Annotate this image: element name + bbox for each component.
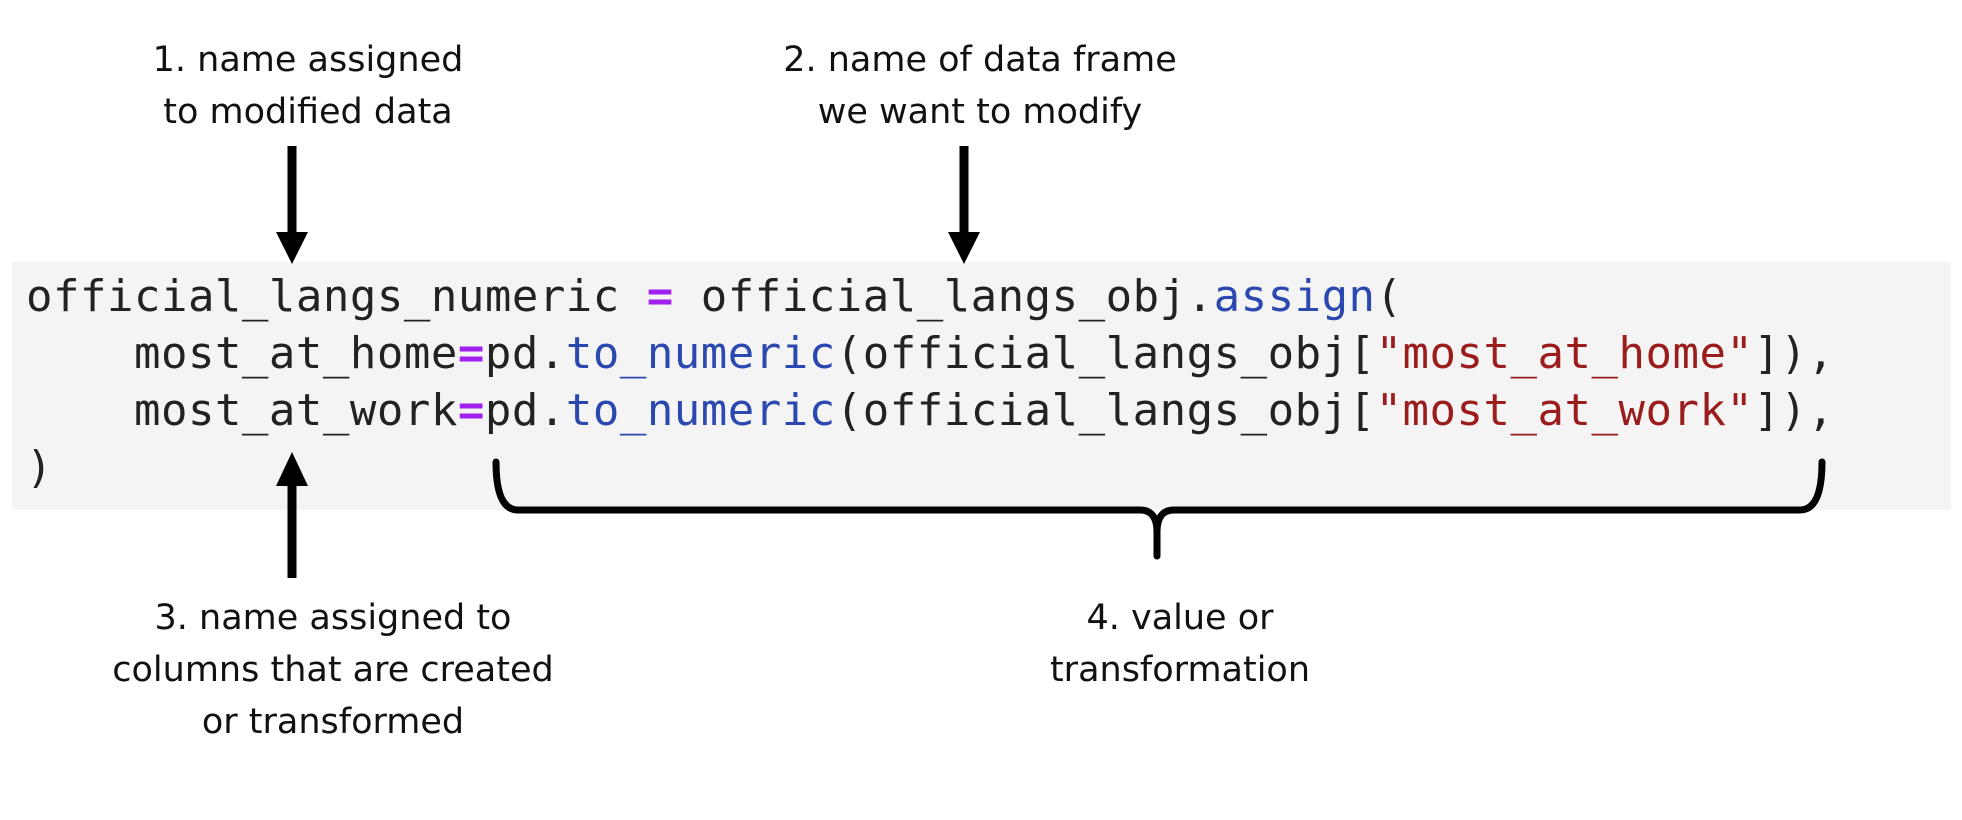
annotation-label-3-line-3: or transformed — [201, 702, 465, 742]
annotation-label-2: 2. name of data frame we want to modify — [740, 34, 1220, 138]
arrow-down-icon — [948, 146, 980, 264]
annotation-label-3-line-1: 3. name assigned to — [154, 598, 512, 638]
annotation-label-2-line-2: we want to modify — [817, 92, 1143, 132]
annotation-label-3-line-2: columns that are created — [112, 650, 554, 690]
code-kwarg-equals: = — [457, 385, 485, 436]
code-line-2: most_at_home=pd.to_numeric(official_lang… — [26, 325, 1834, 383]
code-string-literal: "most_at_home" — [1375, 328, 1754, 379]
code-block: official_langs_numeric = official_langs_… — [12, 262, 1951, 510]
code-line-3: most_at_work=pd.to_numeric(official_lang… — [26, 382, 1834, 440]
code-string-literal: "most_at_work" — [1375, 385, 1754, 436]
code-module: pd. — [484, 385, 566, 436]
annotation-label-4: 4. value or transformation — [980, 592, 1380, 696]
code-column-name: most_at_work — [133, 385, 458, 436]
arrow-down-icon — [276, 146, 308, 264]
code-column-name: most_at_home — [133, 328, 458, 379]
code-assign-method: assign — [1213, 271, 1376, 322]
code-module: pd. — [484, 328, 566, 379]
code-assign-operator: = — [619, 271, 701, 322]
annotation-label-1-line-1: 1. name assigned — [152, 40, 464, 80]
annotation-label-3: 3. name assigned to columns that are cre… — [83, 592, 583, 748]
code-argument-suffix: ]), — [1753, 328, 1835, 379]
code-argument-suffix: ]), — [1753, 385, 1835, 436]
curly-brace-icon — [492, 458, 1826, 560]
code-dot: . — [1186, 271, 1214, 322]
code-argument-prefix: (official_langs_obj[ — [835, 385, 1376, 436]
annotation-label-2-line-1: 2. name of data frame — [783, 40, 1177, 80]
annotation-label-1: 1. name assigned to modified data — [108, 34, 508, 138]
code-dataframe-name: official_langs_obj — [700, 271, 1187, 322]
code-target-name: official_langs_numeric — [26, 271, 620, 322]
code-open-paren: ( — [1375, 271, 1403, 322]
code-line-1: official_langs_numeric = official_langs_… — [26, 268, 1403, 326]
annotation-label-4-line-2: transformation — [1049, 650, 1311, 690]
code-close-paren: ) — [26, 442, 53, 493]
code-line-4: ) — [26, 439, 53, 497]
code-function-name: to_numeric — [565, 385, 836, 436]
arrow-up-icon — [276, 452, 308, 578]
code-function-name: to_numeric — [565, 328, 836, 379]
code-kwarg-equals: = — [457, 328, 485, 379]
annotation-label-4-line-1: 4. value or — [1086, 598, 1274, 638]
annotation-label-1-line-2: to modified data — [163, 92, 453, 132]
code-argument-prefix: (official_langs_obj[ — [835, 328, 1376, 379]
